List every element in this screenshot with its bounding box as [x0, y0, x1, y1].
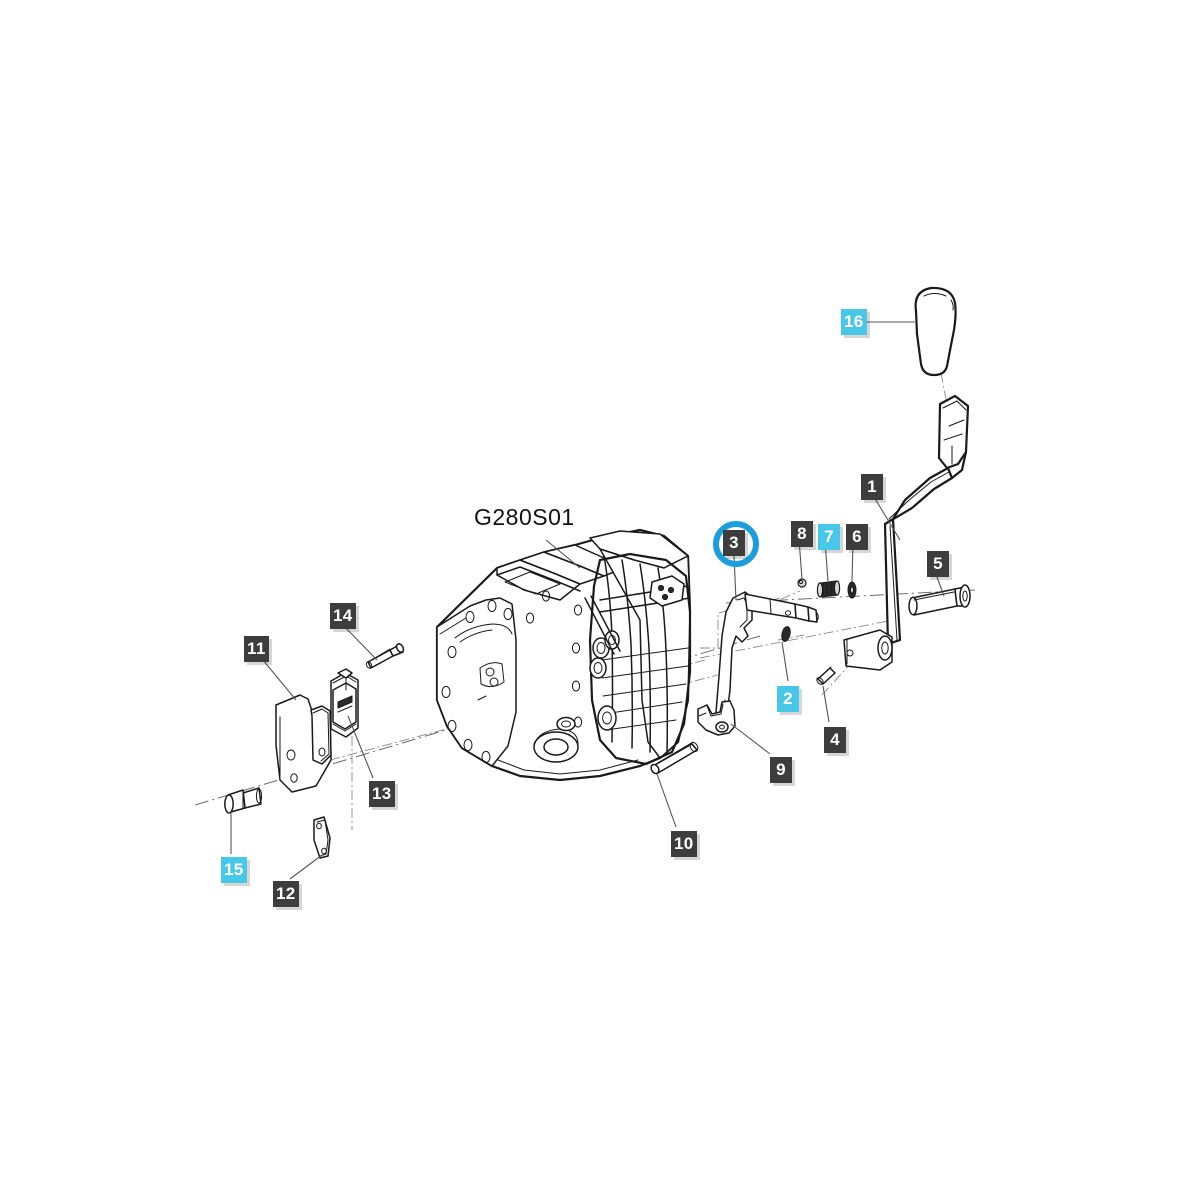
- part-shift-knob: [914, 286, 957, 377]
- part-spring-sleeve: [816, 580, 841, 598]
- callout-badge-8[interactable]: 8: [791, 521, 813, 547]
- part-selector-fork-small: [697, 700, 736, 736]
- callout-badge-16[interactable]: 16: [841, 309, 867, 335]
- callout-badge-11[interactable]: 11: [244, 636, 269, 662]
- part-mounting-bracket-plate: [275, 694, 332, 793]
- callout-badge-7[interactable]: 7: [818, 524, 840, 550]
- part-ball-detent: [797, 578, 807, 588]
- part-pivot-pin-bolt: [908, 584, 971, 616]
- callout-badge-10[interactable]: 10: [671, 831, 697, 857]
- part-gear-shift-lever: [843, 394, 970, 671]
- part-shift-rail-rod: [650, 741, 699, 775]
- callout-badge-4[interactable]: 4: [824, 727, 846, 753]
- part-roll-pin: [816, 666, 836, 685]
- transmission-housing: [435, 528, 692, 782]
- callout-badge-14[interactable]: 14: [330, 603, 356, 629]
- callout-badge-12[interactable]: 12: [273, 881, 299, 907]
- part-spring-pin-small: [781, 626, 791, 642]
- part-hex-bolt: [224, 787, 263, 814]
- callout-badge-5[interactable]: 5: [927, 551, 949, 577]
- model-label: G280S01: [474, 504, 575, 530]
- part-safety-switch: [330, 668, 359, 738]
- part-link-strap-plate: [313, 816, 331, 859]
- callout-badge-3[interactable]: 3: [723, 530, 745, 556]
- callout-badge-6[interactable]: 6: [846, 524, 868, 550]
- leader-lines: [230, 321, 945, 880]
- part-shift-fork-with-shaft: [715, 591, 819, 719]
- callout-badge-13[interactable]: 13: [369, 781, 395, 807]
- callout-badge-1[interactable]: 1: [861, 474, 883, 500]
- callout-badge-15[interactable]: 15: [221, 857, 247, 883]
- callout-badge-2[interactable]: 2: [777, 686, 799, 712]
- part-bolt-screw: [365, 643, 405, 669]
- part-washer: [847, 581, 857, 599]
- callout-badge-9[interactable]: 9: [770, 757, 792, 783]
